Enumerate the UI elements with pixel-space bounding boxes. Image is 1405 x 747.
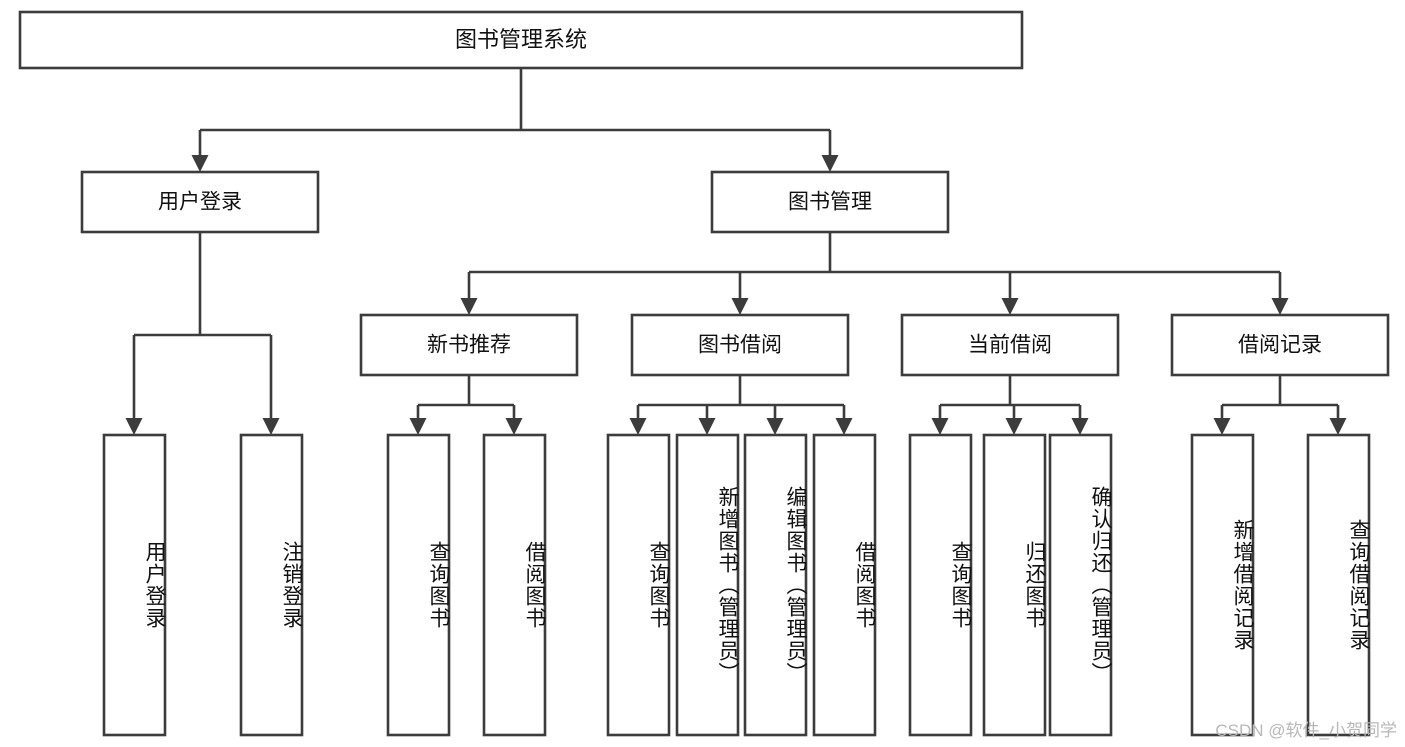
node-level3-label-2: 当前借阅: [968, 334, 1052, 357]
node-level3-0[interactable]: [359, 313, 579, 377]
arrow-head-icon: [1001, 298, 1019, 315]
arrow-head-icon: [409, 418, 427, 435]
arrow-head-icon: [1271, 298, 1289, 315]
node-level3-2[interactable]: [900, 313, 1120, 377]
node-leaf-9[interactable]: [982, 433, 1047, 737]
node-leaf-2[interactable]: [386, 433, 451, 737]
arrow-head-icon: [1071, 418, 1089, 435]
arrow-head-icon: [191, 155, 209, 172]
node-level2-label-0: 用户登录: [158, 191, 242, 214]
node-leaf-6[interactable]: [743, 433, 808, 737]
arrow-head-icon: [262, 418, 280, 435]
node-root-label: 图书管理系统: [455, 27, 587, 52]
arrow-head-icon: [698, 418, 716, 435]
arrow-head-icon: [629, 418, 647, 435]
arrow-head-icon: [821, 155, 839, 172]
node-level3-label-3: 借阅记录: [1238, 334, 1322, 357]
arrow-head-icon: [505, 418, 523, 435]
node-root[interactable]: [18, 10, 1024, 70]
arrow-head-icon: [835, 418, 853, 435]
node-level3-1[interactable]: [630, 313, 850, 377]
node-leaf-5[interactable]: [675, 433, 740, 737]
arrow-head-icon: [731, 298, 749, 315]
node-level3-3[interactable]: [1170, 313, 1390, 377]
arrow-head-icon: [1213, 418, 1231, 435]
node-level2-0[interactable]: [80, 170, 320, 234]
arrow-head-icon: [125, 418, 143, 435]
arrow-head-icon: [460, 298, 478, 315]
node-leaf-11[interactable]: [1190, 433, 1255, 737]
node-level3-label-1: 图书借阅: [698, 334, 782, 357]
node-leaf-12[interactable]: [1306, 433, 1371, 737]
node-leaf-4[interactable]: [606, 433, 671, 737]
arrow-head-icon: [1005, 418, 1023, 435]
node-level2-label-1: 图书管理: [788, 191, 872, 214]
arrow-head-icon: [766, 418, 784, 435]
box-layer: [18, 10, 1390, 737]
node-leaf-10[interactable]: [1048, 433, 1113, 737]
node-level2-1[interactable]: [710, 170, 950, 234]
connector-layer: [125, 68, 1347, 435]
node-leaf-7[interactable]: [812, 433, 877, 737]
node-leaf-3[interactable]: [482, 433, 547, 737]
watermark: CSDN @软件_小贺同学: [1215, 721, 1397, 740]
arrow-head-icon: [931, 418, 949, 435]
arrow-head-icon: [1329, 418, 1347, 435]
node-leaf-1[interactable]: [239, 433, 304, 737]
node-level3-label-0: 新书推荐: [427, 334, 511, 357]
node-leaf-0[interactable]: [102, 433, 167, 737]
node-leaf-8[interactable]: [908, 433, 973, 737]
